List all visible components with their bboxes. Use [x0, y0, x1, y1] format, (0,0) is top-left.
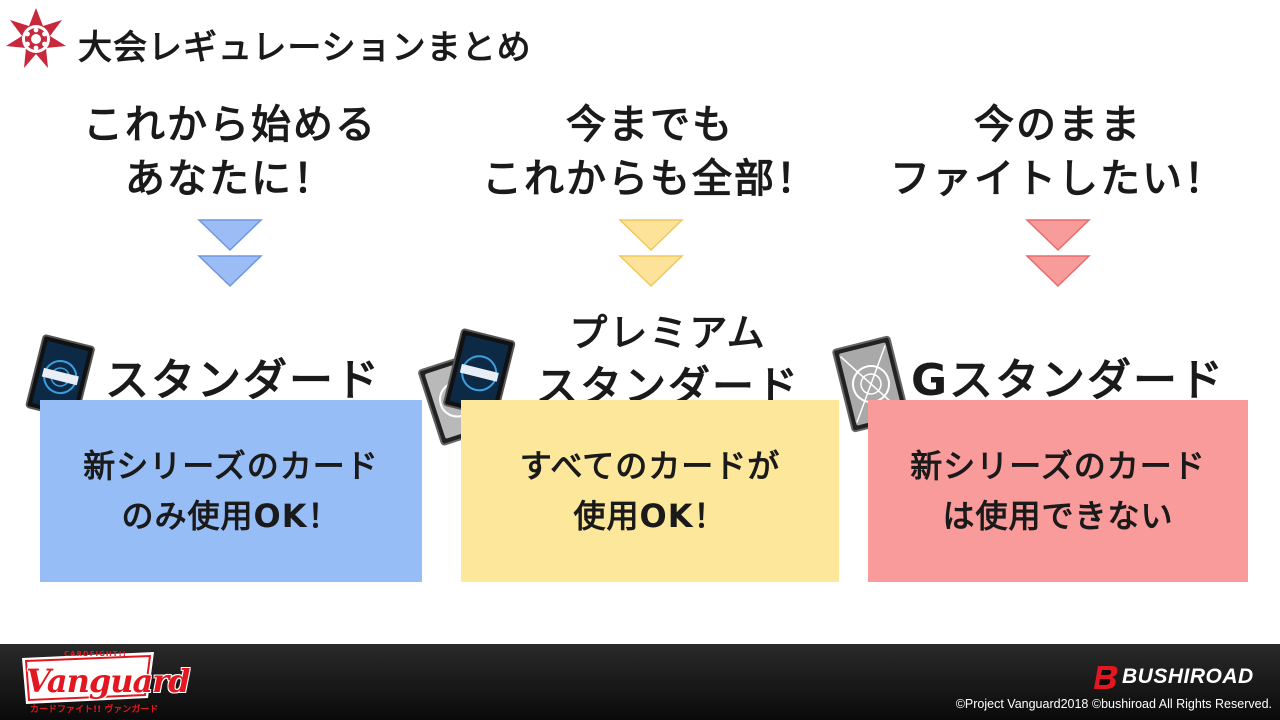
column-headline: 今までも これからも全部！ [440, 98, 860, 206]
box-text-line: 新シリーズのカード [910, 441, 1205, 491]
mode-label-line: プレミアム [498, 306, 838, 360]
headline-line: これから始める [20, 98, 440, 152]
headline-line: これからも全部！ [440, 152, 860, 206]
mode-label-g-standard: Gスタンダード [898, 344, 1238, 408]
double-down-arrow-icon [197, 218, 263, 290]
double-down-arrow-icon [618, 218, 684, 290]
regulation-column-g-standard: 今のまま ファイトしたい！ Gスタンダード 新シリーズのカード は使用できない [848, 0, 1268, 640]
vanguard-logo-text: Vanguard [26, 662, 190, 700]
mode-label-standard: スタンダード [98, 344, 388, 408]
regulation-column-premium: 今までも これからも全部！ プレミアム スタンダード すべてのカードが 使用OK… [440, 0, 860, 640]
box-text-line: のみ使用OK！ [121, 491, 340, 541]
box-text-line: 使用OK！ [573, 491, 726, 541]
regulation-column-standard: これから始める あなたに！ スタンダード 新シリーズのカード のみ使用OK！ [20, 0, 440, 640]
mode-label-line: スタンダード [98, 344, 388, 408]
regulation-box-g-standard: 新シリーズのカード は使用できない [868, 400, 1248, 582]
double-down-arrow-icon [1025, 218, 1091, 290]
regulation-box-standard: 新シリーズのカード のみ使用OK！ [40, 400, 422, 582]
copyright-text: ©Project Vanguard2018 ©bushiroad All Rig… [956, 697, 1272, 711]
bushiroad-logo: BUSHIROAD [1094, 664, 1254, 690]
vanguard-logo: CARDFIGHT!! Vanguard カードファイト!! ヴァンガード [18, 648, 158, 716]
mode-label-line: Gスタンダード [898, 344, 1238, 408]
headline-line: 今までも [440, 98, 860, 152]
vanguard-logo-top: CARDFIGHT!! [64, 650, 127, 658]
column-headline: 今のまま ファイトしたい！ [848, 98, 1268, 206]
column-headline: これから始める あなたに！ [20, 98, 440, 206]
headline-line: ファイトしたい！ [848, 152, 1268, 206]
bushiroad-b-icon [1094, 664, 1120, 690]
box-text-line: 新シリーズのカード [83, 441, 378, 491]
headline-line: あなたに！ [20, 152, 440, 206]
regulation-box-premium: すべてのカードが 使用OK！ [461, 400, 839, 582]
mode-label-premium: プレミアム スタンダード [498, 306, 838, 414]
vanguard-logo-sub: カードファイト!! ヴァンガード [30, 702, 158, 715]
box-text-line: は使用できない [942, 491, 1173, 541]
headline-line: 今のまま [848, 98, 1268, 152]
bushiroad-text: BUSHIROAD [1122, 665, 1254, 689]
box-text-line: すべてのカードが [520, 441, 780, 491]
